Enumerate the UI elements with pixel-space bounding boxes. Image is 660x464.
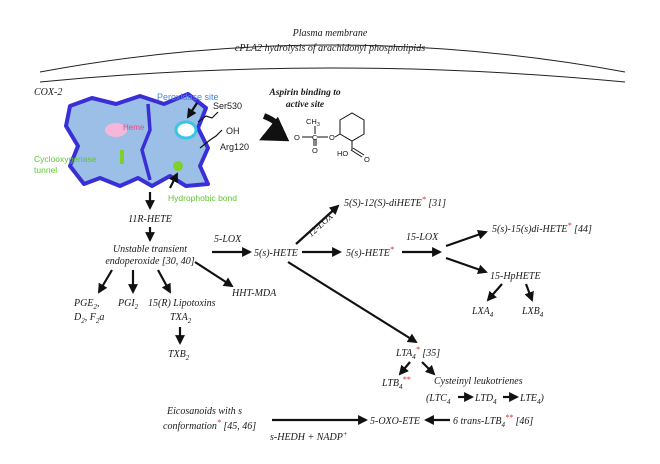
aspirin-structure — [302, 112, 365, 158]
arrow-to-15s-dihete — [445, 229, 488, 248]
twelve-lox-label: 12-LOX — [306, 211, 336, 240]
aspirin-acid-o: O — [364, 155, 370, 164]
lta4-label: LTA4* [35] — [395, 345, 440, 361]
arrow-to-lipotoxins — [157, 269, 171, 294]
membrane-title: Plasma membrane — [292, 28, 368, 39]
ser530-label: Ser530 — [213, 101, 242, 111]
aspirin-carbonyl-o: O — [312, 146, 318, 155]
hphete-label: 15-HpHETE — [490, 271, 541, 282]
aspirin-ho: HO — [337, 149, 348, 158]
oxo-ete-label: 5-OXO-ETE — [370, 416, 420, 427]
hydrophobic-pocket — [173, 161, 183, 171]
lte4-label: LTE4) — [519, 393, 545, 406]
aspirin-binding-curved-arrow — [259, 113, 290, 142]
cox2-enzyme-shape — [64, 92, 210, 188]
oh-label: OH — [226, 126, 240, 136]
heme-blob — [105, 123, 127, 137]
arrow-to-pge2 — [97, 269, 113, 294]
arg120-label: Arg120 — [220, 142, 249, 152]
heme-label: Heme — [123, 123, 145, 132]
eicosanoids-label-line2: conformation* [45, 46] — [163, 418, 256, 432]
endoperoxide-label-line2: endoperoxide [30, 40] — [105, 256, 194, 267]
r-hete-label: 11R-HETE — [128, 214, 172, 225]
arrow-to-lxb4 — [524, 283, 534, 302]
arrow-to-12s-dihete — [295, 204, 340, 245]
ltc4-label: (LTC4 — [426, 393, 451, 406]
aspirin-label-line2: active site — [286, 100, 325, 110]
ser530-side-chain — [197, 111, 219, 123]
arrow-to-lxa4 — [486, 283, 503, 302]
cysteinyl-lt-label: Cysteinyl leukotrienes — [434, 376, 523, 387]
trans-ltb4-label: 6 trans-LTB4** [46] — [453, 413, 533, 429]
peroxidase-pointer-arrow — [186, 102, 198, 119]
ltd4-label: LTD4 — [474, 393, 497, 406]
s-hedh-label: s-HEDH + NADP+ — [270, 430, 348, 443]
dihete-12-label: 5(S)-12(S)-diHETE* [31] — [344, 195, 446, 209]
txa2-label: TXA2 — [170, 312, 192, 325]
eicosanoids-label-line1: Eicosanoids with s — [166, 406, 242, 417]
membrane-arc-outer — [39, 44, 626, 73]
pgi2-label: PGI2 — [117, 298, 139, 311]
aspirin-carbon: C — [312, 133, 318, 142]
five-s-hete-label-1: 5(s)-HETE — [254, 248, 298, 259]
peroxidase-site-label: Peroxidase site — [157, 92, 219, 102]
pge2-label: PGE2, — [73, 298, 99, 311]
arrow-to-hht-mda — [194, 261, 234, 288]
hydrophobic-pointer-arrow — [169, 172, 178, 189]
aspirin-ester-o: O — [329, 133, 335, 142]
fifteen-lox-label: 15-LOX — [406, 232, 439, 243]
membrane-arc-inner — [39, 67, 626, 83]
lipotoxins-label: 15(R) Lipotoxins — [148, 298, 216, 309]
dihete-15-label: 5(s)-15(s)di-HETE* [44] — [492, 221, 592, 235]
cox2-label: COX-2 — [34, 87, 62, 98]
aspirin-ch3: CH3 — [306, 117, 320, 128]
endoperoxide-label-line1: Unstable transient — [113, 244, 187, 255]
five-s-hete-label-2: 5(s)-HETE* — [346, 245, 394, 259]
hydrophobic-bond-label: Hydrophobic bond — [168, 193, 237, 203]
five-lox-label-1: 5-LOX — [214, 234, 242, 245]
membrane-subtitle: cPLA2 hydrolysis of arachidonyl phosphol… — [235, 43, 425, 54]
lxb4-label: LXB4 — [521, 306, 544, 319]
cyclooxygenase-channel-label-line2: tunnel — [34, 165, 57, 175]
ltb4-label: LTB4** — [381, 375, 411, 391]
aspirin-carbonyl-o-left: O — [294, 133, 300, 142]
peroxidase-site-blob — [174, 120, 198, 140]
cyclooxygenase-channel-bar — [120, 150, 124, 164]
enzyme-cleft — [140, 103, 152, 181]
arg120-side-chain — [199, 129, 223, 149]
hht-mda-label: HHT-MDA — [231, 288, 277, 299]
arrow-lta4-to-ltb4 — [398, 361, 411, 376]
arrow-to-15-hphete — [445, 256, 488, 275]
lxa4-label: LXA4 — [471, 306, 494, 319]
aspirin-label-line1: Aspirin binding to — [268, 88, 341, 98]
arrow-5s-hete-to-lta4 — [287, 261, 418, 344]
txb2-label: TXB2 — [168, 349, 190, 362]
arrow-lta4-to-cys-lt — [421, 361, 436, 376]
d2-f2a-label: D2, F2a — [73, 312, 104, 325]
cyclooxygenase-channel-label-line1: Cyclooxygenase — [34, 154, 97, 164]
